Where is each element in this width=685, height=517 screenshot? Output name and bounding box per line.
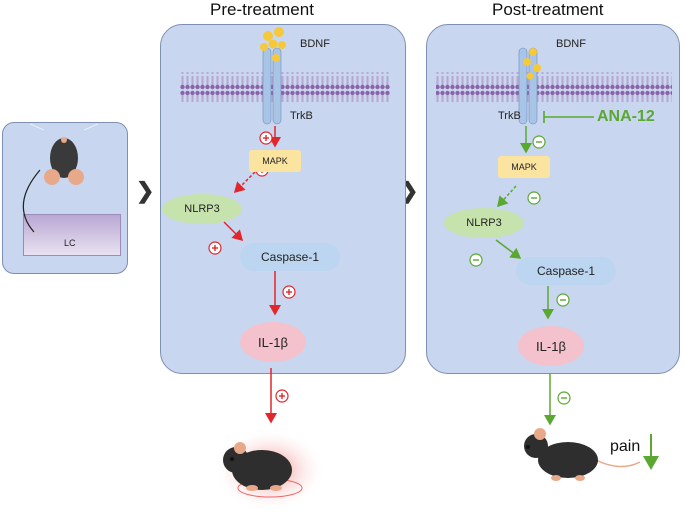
pre-trkb-receptor-icon xyxy=(262,47,282,125)
lc-label: LC xyxy=(64,238,76,248)
post-caspase1-node: Caspase-1 xyxy=(516,257,616,285)
post-arrow-mapk-nlrp3 xyxy=(496,185,517,208)
pre-trkb-label: TrkB xyxy=(290,110,313,122)
post-trkb-receptor-icon xyxy=(518,47,538,125)
post-bdnf-ligand-icon xyxy=(523,48,541,80)
post-trkb-label: TrkB xyxy=(498,110,521,122)
mouse-in-pain-icon xyxy=(214,428,326,512)
pre-arrow-nlrp3-caspase xyxy=(223,221,244,242)
pre-mapk-node: MAPK xyxy=(249,150,301,172)
post-bdnf-label: BDNF xyxy=(556,38,586,50)
minus-glyphs xyxy=(473,141,567,399)
pre-bdnf-label: BDNF xyxy=(300,38,330,50)
pre-bdnf-ligand-icon xyxy=(260,27,286,62)
post-mapk-node: MAPK xyxy=(498,156,550,178)
chevron-right-icon: ❯ xyxy=(136,178,155,203)
mouse-relieved-icon xyxy=(524,428,641,481)
pain-label: pain xyxy=(610,438,641,455)
pre-arrow-mapk-nlrp3 xyxy=(233,171,256,194)
brain-slice-image xyxy=(23,214,121,256)
post-nlrp3-node: NLRP3 xyxy=(444,208,524,238)
post-membrane xyxy=(436,72,672,102)
pre-treatment-title: Pre-treatment xyxy=(210,0,314,19)
pre-caspase1-node: Caspase-1 xyxy=(240,243,340,271)
pre-il1b-node: IL-1β xyxy=(240,322,306,362)
mouse-head-icon xyxy=(29,123,99,185)
ana12-label: ANA-12 xyxy=(597,108,655,125)
post-treatment-title: Post-treatment xyxy=(492,0,604,19)
post-arrow-nlrp3-caspase xyxy=(495,239,522,259)
post-il1b-node: IL-1β xyxy=(518,326,584,366)
pre-membrane xyxy=(180,72,390,102)
connector-line xyxy=(22,169,41,233)
pre-nlrp3-node: NLRP3 xyxy=(162,194,242,224)
